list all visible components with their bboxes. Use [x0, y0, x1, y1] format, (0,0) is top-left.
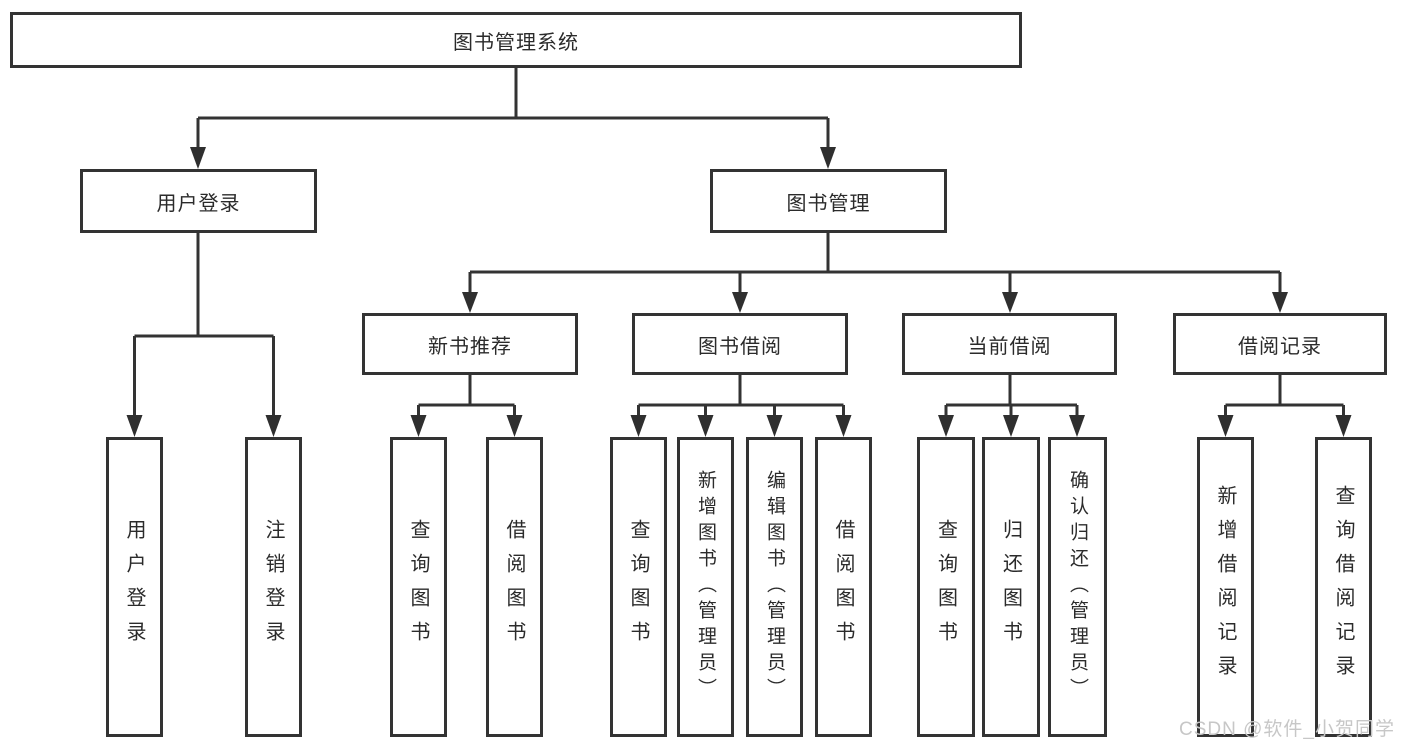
- leaf-logout: 注销登录: [245, 437, 302, 737]
- watermark-text: CSDN @软件_小贺同学: [1179, 719, 1395, 740]
- leaf-add-book-admin: 新增图书（管理员）: [677, 437, 734, 737]
- leaf-label: 借阅图书: [503, 519, 525, 655]
- leaf-query-books-recommend: 查询图书: [390, 437, 447, 737]
- leaf-label: 查询图书: [627, 519, 649, 655]
- leaf-label: 归还图书: [999, 519, 1022, 655]
- leaf-label: 查询图书: [934, 519, 957, 655]
- arrowhead-br-add: [1217, 415, 1234, 437]
- arrowhead-bb-add: [697, 415, 714, 437]
- arrowhead-bb-query: [630, 415, 647, 437]
- arrowhead-new-book: [462, 292, 478, 313]
- leaf-return-books: 归还图书: [982, 437, 1040, 737]
- node-borrowing-records: 借阅记录: [1173, 313, 1387, 375]
- arrowhead-book-borrowing: [732, 292, 748, 313]
- leaf-edit-book-admin: 编辑图书（管理员）: [746, 437, 803, 737]
- leaf-label: 注销登录: [262, 519, 284, 655]
- arrowhead-borrowing-records: [1272, 292, 1288, 313]
- leaf-borrow-books-borrowing: 借阅图书: [815, 437, 872, 737]
- leaf-label: 编辑图书（管理员）: [764, 470, 785, 704]
- leaf-label: 新增图书（管理员）: [695, 470, 716, 704]
- node-book-borrowing: 图书借阅: [632, 313, 848, 375]
- arrowhead-cb-confirm: [1069, 415, 1085, 437]
- arrowhead-user-login: [190, 147, 206, 169]
- arrowhead-nb-query: [410, 415, 427, 437]
- node-user-login: 用户登录: [80, 169, 317, 233]
- arrowhead-cb-return: [1003, 415, 1019, 437]
- node-current-borrowing: 当前借阅: [902, 313, 1117, 375]
- arrowhead-current-borrowing: [1002, 292, 1018, 313]
- leaf-query-books-borrowing: 查询图书: [610, 437, 667, 737]
- leaf-query-books-current: 查询图书: [917, 437, 975, 737]
- leaf-confirm-return-admin: 确认归还（管理员）: [1048, 437, 1107, 737]
- leaf-label: 查询图书: [407, 519, 429, 655]
- node-book-management: 图书管理: [710, 169, 947, 233]
- arrowhead-nb-borrow: [506, 415, 523, 437]
- arrowhead-bb-edit: [766, 415, 783, 437]
- arrowhead-leaf-logout: [265, 415, 282, 437]
- arrowhead-leaf-user-login: [126, 415, 143, 437]
- node-new-book-recommendation: 新书推荐: [362, 313, 578, 375]
- leaf-label: 用户登录: [123, 519, 145, 655]
- arrowhead-bb-borrow: [835, 415, 852, 437]
- leaf-label: 借阅图书: [832, 519, 854, 655]
- leaf-query-borrow-record: 查询借阅记录: [1315, 437, 1372, 737]
- arrowhead-br-query: [1335, 415, 1352, 437]
- node-system-root: 图书管理系统: [10, 12, 1022, 68]
- leaf-add-borrow-record: 新增借阅记录: [1197, 437, 1254, 737]
- arrowhead-cb-query: [938, 415, 954, 437]
- leaf-user-login: 用户登录: [106, 437, 163, 737]
- leaf-borrow-books-recommend: 借阅图书: [486, 437, 543, 737]
- arrowhead-book-management: [820, 147, 836, 169]
- leaf-label: 新增借阅记录: [1214, 485, 1236, 689]
- leaf-label: 查询借阅记录: [1332, 485, 1354, 689]
- leaf-label: 确认归还（管理员）: [1067, 470, 1088, 704]
